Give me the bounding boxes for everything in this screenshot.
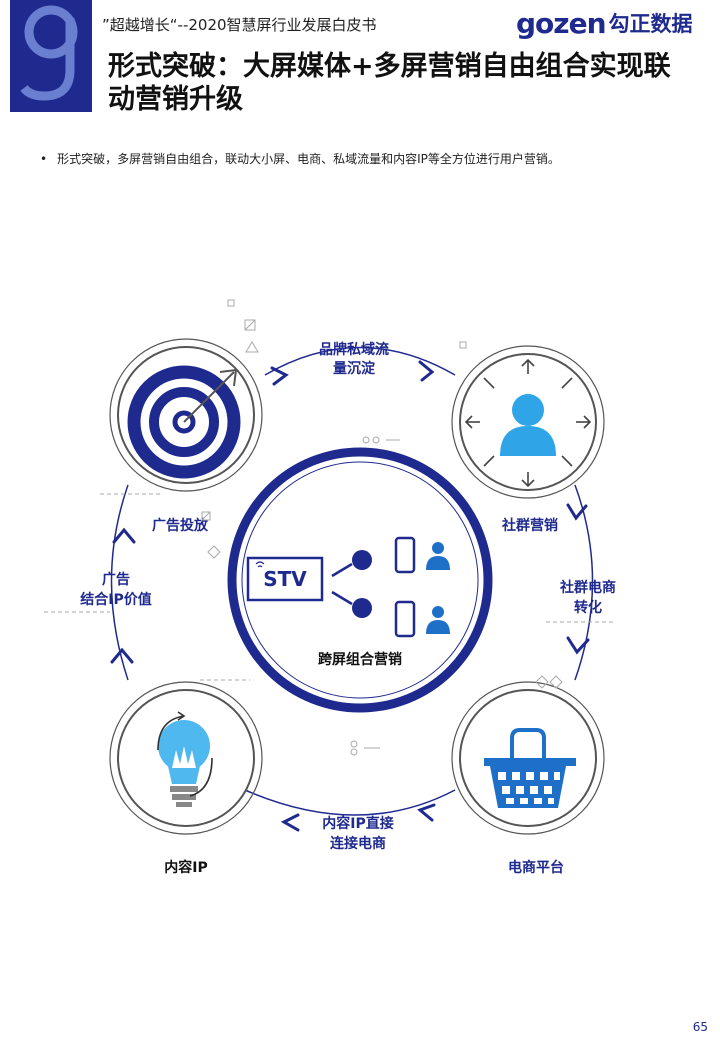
brand-en: gozen <box>516 6 606 40</box>
center-label: 跨屏组合营销 <box>318 651 402 668</box>
brand-logo: gozen 勾正数据 <box>516 6 693 40</box>
g-logo-icon <box>20 5 78 101</box>
tv-icon <box>246 556 324 602</box>
connector-right-line1: 社群电商 <box>559 579 616 596</box>
expand-arrows-icon <box>464 358 592 488</box>
phone-icon-bottom <box>394 600 416 638</box>
connector-bottom-line1: 内容IP直接 <box>322 815 393 832</box>
bullet-text: 形式突破，多屏营销自由组合，联动大小屏、电商、私域流量和内容IP等全方位进行用户… <box>57 152 560 166</box>
connector-right-line2: 转化 <box>574 599 602 616</box>
bullet-point: • 形式突破，多屏营销自由组合，联动大小屏、电商、私域流量和内容IP等全方位进行用… <box>40 150 560 167</box>
connector-bottom-line2: 连接电商 <box>330 835 386 852</box>
stv-label: STV <box>263 567 307 591</box>
node-label-content-ip: 内容IP <box>164 859 207 876</box>
user-icon <box>500 394 556 456</box>
node-content-ip: 内容IP <box>109 681 263 876</box>
arrow-right-bottom <box>566 636 590 655</box>
node-ad-placement: 广告投放 <box>109 338 263 534</box>
target-icon <box>127 365 241 479</box>
phone-icon-top <box>394 536 416 574</box>
lightbulb-icon <box>157 711 213 807</box>
report-logo <box>10 0 92 112</box>
connector-top-line1: 品牌私域流 <box>319 341 389 358</box>
connector-top-line2: 量沉淀 <box>333 360 376 377</box>
arrow-bottom-left <box>280 813 300 832</box>
report-tag: ”超越增长“--2020智慧屏行业发展白皮书 <box>102 16 377 34</box>
orbit-bottom <box>244 789 456 816</box>
decorative-shapes <box>44 299 614 756</box>
person-icon-top <box>426 542 450 570</box>
page-number: 65 <box>692 1020 708 1034</box>
node-community: 社群营销 <box>451 345 605 534</box>
node-dot-bottom <box>352 598 372 618</box>
node-label-community: 社群营销 <box>501 517 558 534</box>
arrow-top-right <box>418 360 435 382</box>
center-node: STV 跨屏组合营销 <box>227 447 493 713</box>
orbit-arrows <box>110 360 590 832</box>
node-dot-top <box>352 550 372 570</box>
wifi-icon <box>255 561 265 568</box>
connector-left-line1: 广告 <box>102 571 130 588</box>
arrow-left-bottom <box>110 647 134 664</box>
node-ecommerce: 电商平台 <box>451 681 605 876</box>
connector-left-line2: 结合IP价值 <box>80 591 151 608</box>
marketing-diagram: STV 跨屏组合营销 广告投放 <box>44 299 616 876</box>
arrow-bottom-right <box>417 803 436 822</box>
page-title: 形式突破：大屏媒体+多屏营销自由组合实现联动营销升级 <box>108 51 671 115</box>
arrow-right-top <box>566 503 588 521</box>
brand-cn: 勾正数据 <box>608 12 693 36</box>
orbit-left <box>110 484 129 681</box>
arrow-left-top <box>112 527 136 544</box>
orbit-top <box>264 346 456 376</box>
arrow-top-left <box>270 366 289 386</box>
node-label-ad: 广告投放 <box>152 517 209 534</box>
basket-icon <box>484 728 576 808</box>
bullet-dot: • <box>40 152 48 166</box>
person-icon-bottom <box>426 606 450 634</box>
node-label-ecommerce: 电商平台 <box>508 859 564 876</box>
